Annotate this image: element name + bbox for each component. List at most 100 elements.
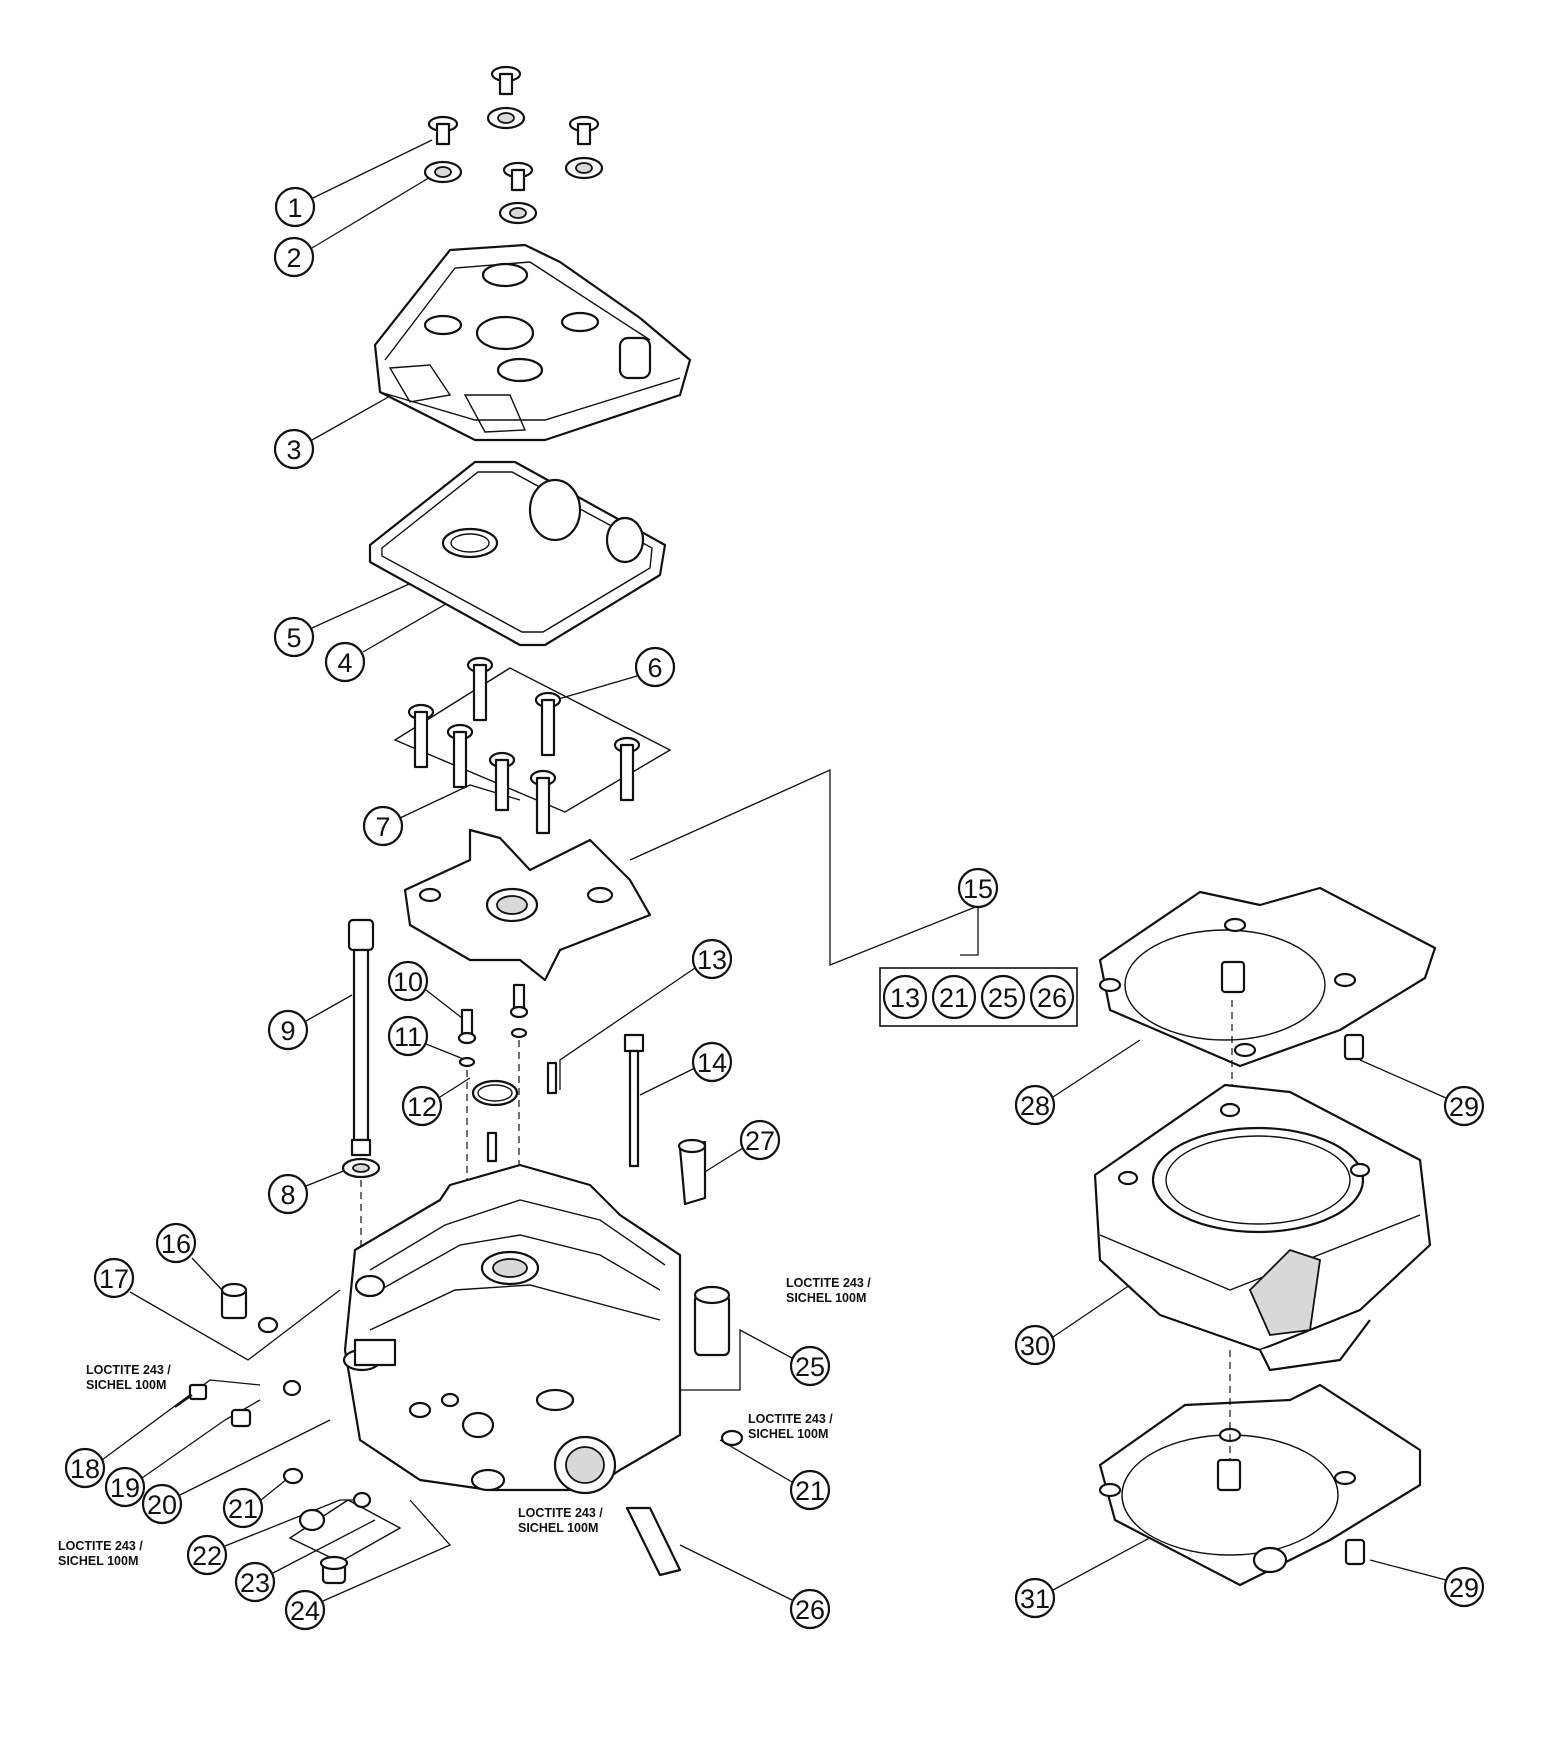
head-bolts <box>393 656 672 835</box>
callout-number: 26 <box>795 1595 825 1625</box>
screw-4 <box>498 161 538 225</box>
callout-circle <box>1014 1577 1056 1619</box>
callout-31: 31 <box>1014 1577 1056 1619</box>
callout-circle <box>273 236 315 278</box>
kit-item-26: 26 <box>1029 974 1075 1020</box>
callout-circle <box>789 1469 831 1511</box>
kit-item-25: 25 <box>980 974 1026 1020</box>
cylinder-head-gasket <box>1098 886 1437 1068</box>
callout-number: 8 <box>280 1180 295 1210</box>
callout-30: 30 <box>1014 1324 1056 1366</box>
callout-number: 31 <box>1020 1584 1050 1614</box>
callout-22: 22 <box>186 1534 228 1576</box>
callout-28: 28 <box>1014 1084 1056 1126</box>
callout-circle <box>739 1119 781 1161</box>
cylinder <box>1093 1083 1432 1372</box>
callout-21: 21 <box>222 1487 264 1529</box>
callout-circle <box>284 1589 326 1631</box>
callout-27: 27 <box>739 1119 781 1161</box>
callout-number: 11 <box>394 1022 422 1052</box>
kit-item-circle <box>882 974 928 1020</box>
callout-number: 29 <box>1449 1092 1479 1122</box>
callout-number: 28 <box>1020 1091 1050 1121</box>
oil-sleeve <box>693 1285 731 1357</box>
callout-number: 15 <box>963 874 993 904</box>
callout-number: 1 <box>287 193 302 223</box>
callout-number: 2 <box>286 243 301 273</box>
callout-circle <box>324 641 366 683</box>
callout-5: 5 <box>273 616 315 658</box>
callout-circle <box>362 805 404 847</box>
callout-2: 2 <box>273 236 315 278</box>
adhesive-note-line: SICHEL 100M <box>786 1291 866 1305</box>
kit-item-number: 21 <box>939 983 969 1013</box>
callout-number: 5 <box>286 623 301 653</box>
callout-23: 23 <box>234 1561 276 1603</box>
callout-number: 7 <box>375 812 390 842</box>
cover-gasket <box>368 460 667 647</box>
leader-lines <box>101 139 1447 1602</box>
callout-circle <box>1443 1566 1485 1608</box>
callout-number: 4 <box>337 648 352 678</box>
screw-2 <box>423 115 463 184</box>
callout-number: 19 <box>110 1473 140 1503</box>
callout-18: 18 <box>64 1447 106 1489</box>
callout-number: 29 <box>1449 1573 1479 1603</box>
callout-circle <box>401 1085 443 1127</box>
adhesive-note-line: LOCTITE 243 / <box>58 1539 143 1553</box>
callout-13: 13 <box>691 938 733 980</box>
callout-circle <box>1443 1085 1485 1127</box>
kit-item-circle <box>1029 974 1075 1020</box>
screw-3 <box>564 115 604 180</box>
callout-8: 8 <box>267 1173 309 1215</box>
callout-10: 10 <box>387 960 429 1002</box>
callout-circle <box>267 1173 309 1215</box>
callout-circle <box>273 616 315 658</box>
kit-item-13: 13 <box>882 974 928 1020</box>
callout-circle <box>387 960 429 1002</box>
cylinder-base-gasket <box>1098 1000 1422 1587</box>
callout-20: 20 <box>141 1483 183 1525</box>
callout-1: 1 <box>274 186 316 228</box>
callout-circle <box>789 1345 831 1387</box>
adhesive-note-line: LOCTITE 243 / <box>518 1506 603 1520</box>
callout-number: 10 <box>393 967 423 997</box>
callout-number: 14 <box>697 1048 727 1078</box>
callout-number: 22 <box>192 1541 222 1571</box>
callout-29: 29 <box>1443 1085 1485 1127</box>
callout-number: 21 <box>795 1476 825 1506</box>
callout-16: 16 <box>155 1222 197 1264</box>
kit-items: 13 21 25 26 <box>882 974 1075 1020</box>
callout-circle <box>104 1466 146 1508</box>
callout-circle <box>1014 1324 1056 1366</box>
adhesive-note-line: LOCTITE 243 / <box>86 1363 171 1377</box>
callout-circle <box>64 1447 106 1489</box>
callout-circle <box>234 1561 276 1603</box>
adhesive-note-line: SICHEL 100M <box>518 1521 598 1535</box>
callout-circle <box>273 428 315 470</box>
callout-circle <box>274 186 316 228</box>
callout-circle <box>93 1257 135 1299</box>
kit-item-number: 26 <box>1037 983 1067 1013</box>
callout-circle <box>141 1483 183 1525</box>
callout-number: 6 <box>647 653 662 683</box>
kit-item-circle <box>931 974 977 1020</box>
callout-14: 14 <box>691 1041 733 1083</box>
callout-number: 16 <box>161 1229 191 1259</box>
callout-number: 25 <box>795 1352 825 1382</box>
adhesive-note-line: SICHEL 100M <box>58 1554 138 1568</box>
valve-cover <box>373 243 692 442</box>
callout-circle <box>789 1588 831 1630</box>
callout-circle <box>155 1222 197 1264</box>
adhesive-note-line: SICHEL 100M <box>748 1427 828 1441</box>
callout-19: 19 <box>104 1466 146 1508</box>
callout-6: 6 <box>634 646 676 688</box>
callout-number: 13 <box>697 945 727 975</box>
callout-number: 27 <box>745 1126 775 1156</box>
callout-circle <box>1014 1084 1056 1126</box>
kit-item-number: 13 <box>890 983 920 1013</box>
kit-item-circle <box>980 974 1026 1020</box>
callout-17: 17 <box>93 1257 135 1299</box>
